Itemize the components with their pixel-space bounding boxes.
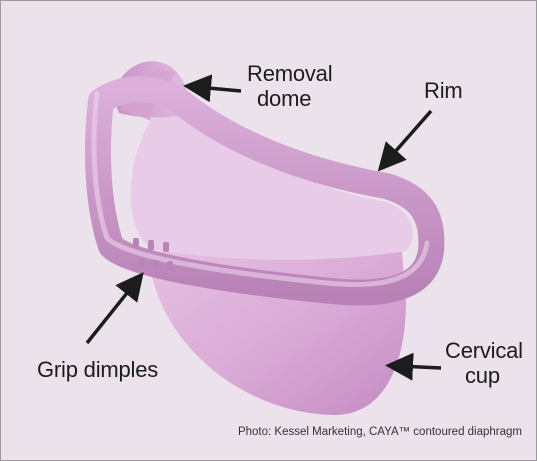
cervical-cup-label: Cervical cup [445, 338, 523, 388]
removal-dome-label-line2: dome [247, 86, 332, 111]
removal-dome-label: Removal dome [247, 61, 332, 111]
cervical-cup-label-line1: Cervical [445, 338, 523, 363]
removal-dome-label-line1: Removal [247, 61, 332, 86]
arrow-removal-dome [197, 87, 241, 91]
cervical-cup-label-line2: cup [445, 363, 523, 388]
arrow-rim [387, 111, 431, 161]
arrow-cervical-cup [399, 366, 441, 368]
grip-dimples-label: Grip dimples [37, 357, 158, 382]
photo-credit: Photo: Kessel Marketing, CAYA™ contoured… [238, 426, 522, 438]
arrow-grip-dimples [87, 283, 135, 343]
rim-label: Rim [424, 78, 463, 103]
